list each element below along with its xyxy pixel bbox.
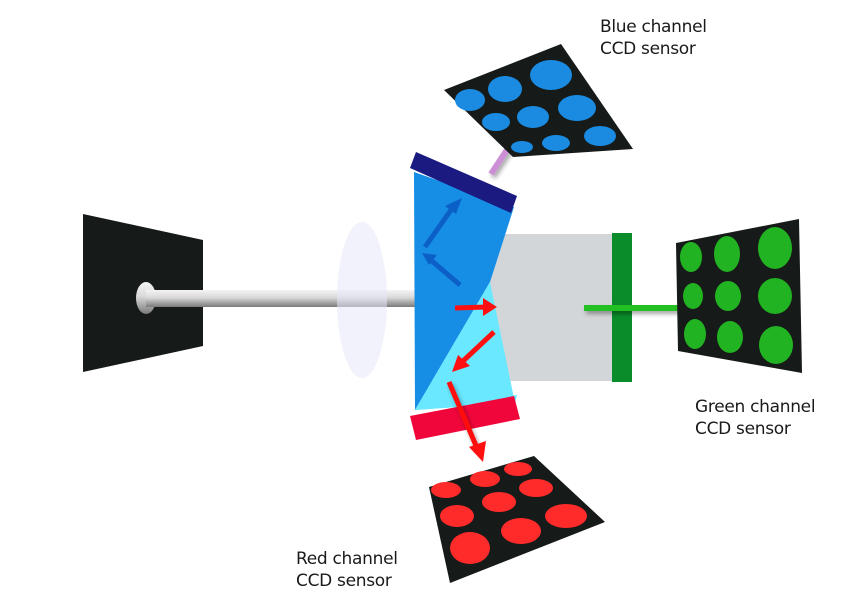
blue-sensor xyxy=(444,44,633,157)
green-channel-label: Green channel CCD sensor xyxy=(695,396,816,440)
red-label-line2: CCD sensor xyxy=(296,571,392,591)
blue-filter xyxy=(410,152,517,213)
prism-cyan-section xyxy=(415,282,515,410)
blue-label-line2: CCD sensor xyxy=(600,39,696,59)
blue-reflection-arrows xyxy=(422,198,462,287)
lens xyxy=(337,222,387,378)
blue-channel-label: Blue channel CCD sensor xyxy=(600,16,707,60)
prism-cyan-lower xyxy=(415,395,517,410)
red-channel-label: Red channel CCD sensor xyxy=(296,548,398,592)
light-rod xyxy=(146,290,450,307)
red-reflection-arrows xyxy=(446,298,497,462)
red-label-line1: Red channel xyxy=(296,549,398,569)
blue-label-line1: Blue channel xyxy=(600,17,707,37)
red-sensor xyxy=(429,456,605,583)
prism-blue-section xyxy=(414,172,514,410)
green-label-line1: Green channel xyxy=(695,397,816,417)
green-sensor xyxy=(676,219,802,373)
green-label-line2: CCD sensor xyxy=(695,419,791,439)
